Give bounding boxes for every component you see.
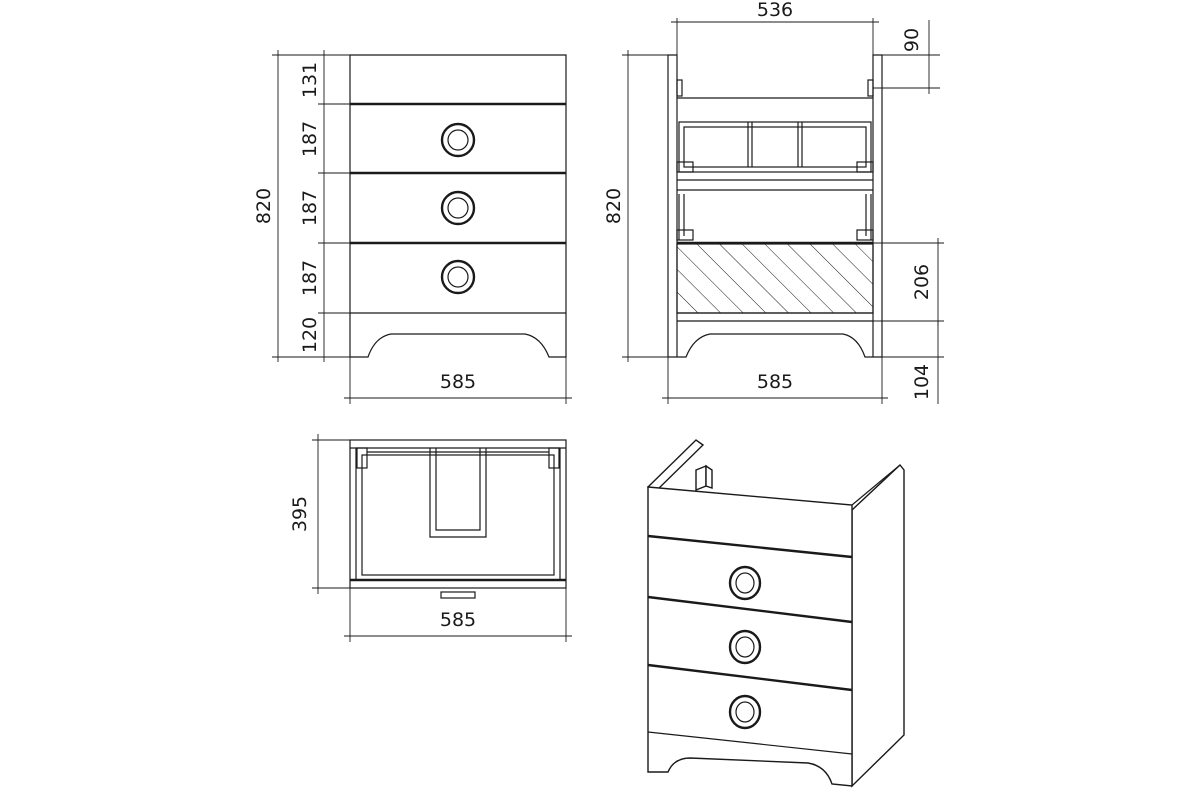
knob-icon <box>728 694 762 730</box>
side-top-offset-dimension: 90 <box>873 20 940 94</box>
dimension-label: 120 <box>299 317 321 353</box>
hanger-bracket <box>695 464 713 492</box>
knob-icon <box>728 565 762 601</box>
side-top-dimension: 536 <box>671 0 879 80</box>
handle-profile <box>440 591 476 599</box>
hanger-bracket <box>676 79 874 99</box>
side-width-dimension: 585 <box>662 357 888 404</box>
knob-icon <box>728 629 762 665</box>
side-drawer-upper <box>676 121 874 191</box>
front-section-dimensions: 131 187 187 187 120 <box>299 50 350 362</box>
front-body <box>349 54 567 358</box>
knob-icon <box>440 122 476 158</box>
dimension-label: 104 <box>911 364 933 400</box>
side-drawer-lower <box>676 194 874 245</box>
dimension-label: 187 <box>299 190 321 226</box>
dimension-label: 585 <box>440 371 476 393</box>
front-view: 131 187 187 187 120 820 585 <box>253 50 572 404</box>
dimension-label: 820 <box>253 188 275 224</box>
dimension-label: 187 <box>299 121 321 157</box>
siphon-cutout <box>429 448 487 538</box>
top-width-dimension: 585 <box>344 588 572 642</box>
dimension-label: 90 <box>901 28 923 52</box>
dimension-label: 395 <box>289 496 311 532</box>
dimension-label: 131 <box>299 62 321 98</box>
front-drawer-gaps <box>350 102 566 245</box>
front-height-dimension: 820 <box>253 50 350 362</box>
dimension-label: 206 <box>911 264 933 300</box>
top-view: 395 585 <box>289 434 572 642</box>
perspective-view <box>646 439 905 788</box>
dimension-label: 536 <box>757 0 793 21</box>
side-height-dimension: 820 <box>603 50 668 362</box>
dimension-label: 585 <box>757 371 793 393</box>
knob-icon <box>440 259 476 295</box>
knob-icon <box>440 190 476 226</box>
side-hatched-dimension: 206 <box>873 238 944 326</box>
dimension-label: 585 <box>440 609 476 631</box>
top-depth-dimension: 395 <box>289 434 350 594</box>
front-width-dimension: 585 <box>344 357 572 404</box>
side-view: 536 90 820 206 104 <box>603 0 944 404</box>
top-body <box>349 439 567 589</box>
dimension-label: 820 <box>603 188 625 224</box>
hatched-section <box>676 243 874 314</box>
side-plinth-dimension: 104 <box>882 321 944 404</box>
dimension-label: 187 <box>299 260 321 296</box>
perspective-front <box>647 486 853 787</box>
